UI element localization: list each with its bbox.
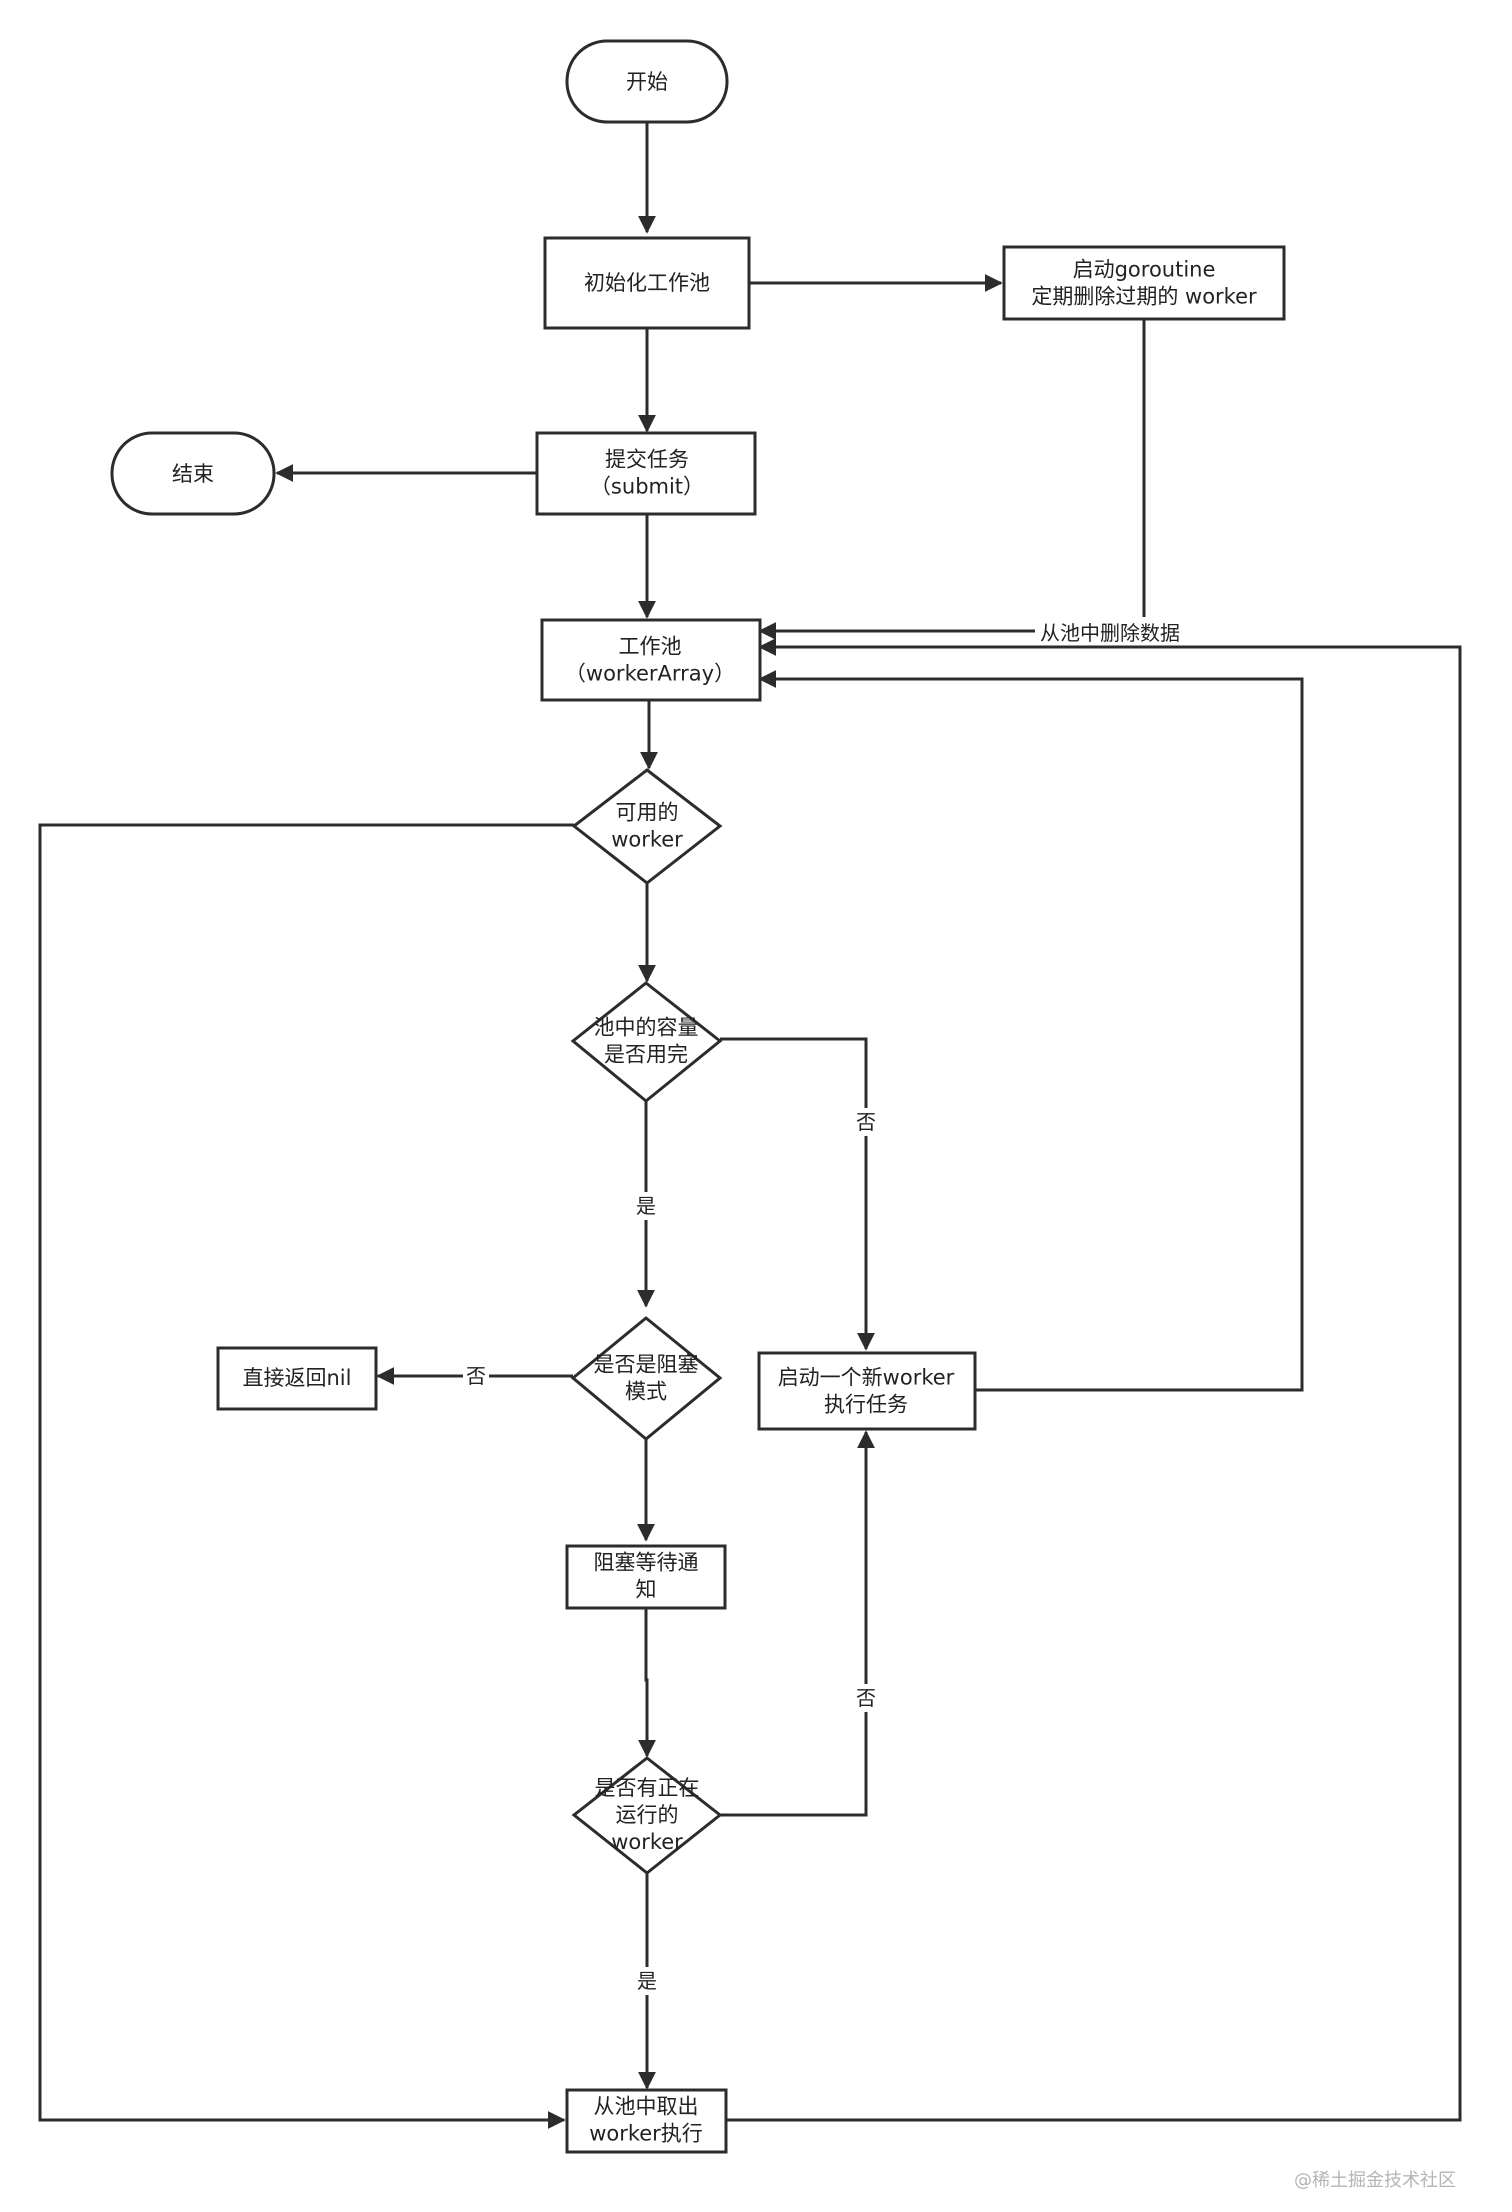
node-label-line: 启动一个新worker (778, 1366, 955, 1390)
node-label-line: 结束 (172, 462, 214, 486)
submit-task-box (535, 431, 757, 516)
node-end[interactable]: 结束 (110, 431, 276, 516)
node-label-line: 是否用完 (604, 1043, 688, 1067)
edge-label-remove-data: 从池中删除数据 (1040, 621, 1180, 645)
node-cleanup-goroutine[interactable]: 启动goroutine 定期删除过期的 worker (1002, 245, 1286, 321)
end-terminator (110, 431, 276, 516)
cleanup-goroutine-box (1002, 245, 1286, 321)
edge-capacity-to-newworker (720, 1037, 875, 1351)
take-worker-box (565, 2088, 728, 2154)
start-label: 开始 (626, 70, 668, 94)
node-label-line: 是否是阻塞 (594, 1353, 699, 1377)
take-worker-label: 从池中取出 worker执行 (589, 2095, 703, 2146)
node-worker-pool[interactable]: 工作池 （workerArray） (540, 618, 762, 702)
node-label-line: 运行的 (616, 1803, 679, 1827)
worker-pool-box (540, 618, 762, 702)
start-terminator (565, 39, 729, 124)
edge-label-running-no-bg (853, 1684, 879, 1712)
node-take-worker[interactable]: 从池中取出 worker执行 (565, 2088, 728, 2154)
running-check-label: 是否有正在运行的 worker (595, 1776, 700, 1854)
init-pool-label: 初始化工作池 (584, 271, 710, 295)
node-label-line: 池中的容量 (594, 1016, 699, 1040)
node-label-line: 阻塞等待通 (594, 1551, 699, 1575)
node-label-line: 知 (636, 1578, 657, 1602)
edges (38, 122, 1462, 2129)
node-label-line: 提交任务 (605, 448, 689, 472)
blocking-check-label: 是否是阻塞模式 (594, 1353, 699, 1404)
node-label-line: 启动goroutine (1073, 258, 1216, 282)
new-worker-box (757, 1351, 977, 1431)
worker-pool-label: 工作池 （workerArray） (565, 635, 735, 686)
node-start[interactable]: 开始 (565, 39, 729, 124)
node-return-nil[interactable]: 直接返回nil (216, 1346, 378, 1411)
node-block-wait[interactable]: 阻塞等待通知 (565, 1544, 727, 1610)
node-submit-task[interactable]: 提交任务 （submit） (535, 431, 757, 516)
available-worker-label: 可用的 worker (611, 801, 683, 852)
node-label-line: 执行任务 (824, 1393, 908, 1417)
node-label-line: 模式 (625, 1380, 667, 1404)
edge-label-blocking-no-bg (463, 1362, 489, 1390)
edge-label-blocking-no: 否 (466, 1364, 486, 1388)
edge-available-to-takeworker (38, 823, 574, 2129)
edge-label-capacity-no: 否 (856, 1110, 876, 1134)
return-nil-box (216, 1346, 378, 1411)
new-worker-label: 启动一个新worker 执行任务 (778, 1366, 955, 1417)
edge-label-running-no: 否 (856, 1686, 876, 1710)
node-label-line: （submit） (590, 475, 704, 499)
node-label-line: worker执行 (589, 2122, 703, 2146)
node-capacity-check[interactable]: 池中的容量是否用完 (570, 981, 723, 1103)
blocking-check-diamond (570, 1316, 723, 1441)
edge-label-capacity-yes: 是 (636, 1194, 656, 1218)
node-label-line: 是否有正在 (595, 1776, 700, 1800)
node-available-worker[interactable]: 可用的 worker (571, 768, 723, 885)
edge-newworker-to-pool (758, 670, 1304, 1392)
edge-label-remove-data-bg (1035, 617, 1187, 645)
node-label-line: 从池中取出 (594, 2095, 699, 2119)
edge-label-capacity-no-bg (853, 1108, 879, 1136)
edge-running-to-newworker (720, 1430, 875, 1817)
edge-label-capacity-yes-bg (633, 1192, 659, 1220)
cleanup-goroutine-label: 启动goroutine 定期删除过期的 worker (1031, 258, 1257, 309)
node-label-line: 可用的 (616, 801, 679, 825)
node-label-line: 定期删除过期的 worker (1031, 285, 1257, 309)
capacity-check-label: 池中的容量是否用完 (594, 1016, 699, 1067)
running-check-diamond (571, 1756, 723, 1875)
edge-cleanup-to-pool (758, 319, 1146, 640)
node-running-check[interactable]: 是否有正在运行的 worker (571, 1756, 723, 1875)
node-label-line: （workerArray） (565, 662, 735, 686)
node-label-line: worker (611, 828, 683, 852)
node-label-line: 初始化工作池 (584, 271, 710, 295)
node-label-line: 开始 (626, 70, 668, 94)
block-wait-label: 阻塞等待通知 (594, 1551, 699, 1602)
edge-wait-to-running (638, 1608, 656, 1758)
node-label-line: 直接返回nil (243, 1366, 352, 1390)
nodes: 开始 初始化工作池 启动goroutine 定期删除过期的 worker 提交任务… (110, 39, 1286, 2154)
watermark: @稀土掘金技术社区 (1294, 2170, 1456, 2191)
edge-label-running-yes-bg (634, 1967, 660, 1995)
submit-task-label: 提交任务 （submit） (590, 448, 704, 499)
node-blocking-check[interactable]: 是否是阻塞模式 (570, 1316, 723, 1441)
return-nil-label: 直接返回nil (243, 1366, 352, 1390)
node-new-worker[interactable]: 启动一个新worker 执行任务 (757, 1351, 977, 1431)
block-wait-box (565, 1544, 727, 1610)
edge-takeworker-to-pool (726, 638, 1462, 2122)
node-label-line: 工作池 (619, 635, 682, 659)
edge-labels: 从池中删除数据 否 是 否 否 是 (463, 617, 1187, 1995)
init-pool-box (543, 236, 751, 330)
edge-label-running-yes: 是 (637, 1969, 657, 1993)
available-worker-diamond (571, 768, 723, 885)
node-label-line: worker (611, 1830, 683, 1854)
end-label: 结束 (172, 462, 214, 486)
node-init-pool[interactable]: 初始化工作池 (543, 236, 751, 330)
capacity-check-diamond (570, 981, 723, 1103)
